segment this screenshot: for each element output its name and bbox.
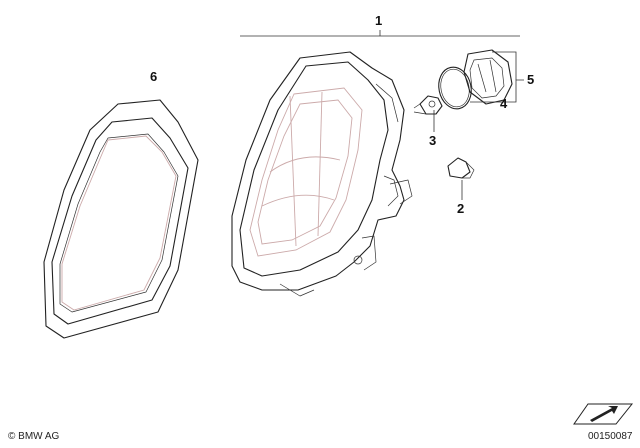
callout-1: 1: [375, 13, 383, 28]
callout-2: 2: [457, 201, 465, 216]
seal-ring-part: [438, 66, 472, 110]
leader-line-5: [492, 51, 517, 80]
headlight-housing-part: [231, 51, 413, 297]
lens-cover-part: [43, 99, 199, 339]
bulb-part: [447, 157, 475, 179]
brand-label: BMW AG: [18, 431, 60, 442]
callout-6: 6: [150, 69, 158, 84]
callout-4: 4: [500, 96, 508, 111]
callout-3: 3: [429, 133, 437, 148]
copyright-mark: © BMW AG: [8, 432, 59, 442]
copyright-symbol: ©: [8, 431, 16, 442]
diagram-number: 00150087: [588, 431, 633, 442]
view-direction-arrow-icon: [573, 403, 634, 425]
leader-line-4: [470, 79, 524, 103]
leader-lines: [240, 30, 524, 200]
cover-cap-part: [463, 49, 513, 105]
callout-5: 5: [527, 72, 535, 87]
socket-bulb-part: [413, 95, 443, 115]
